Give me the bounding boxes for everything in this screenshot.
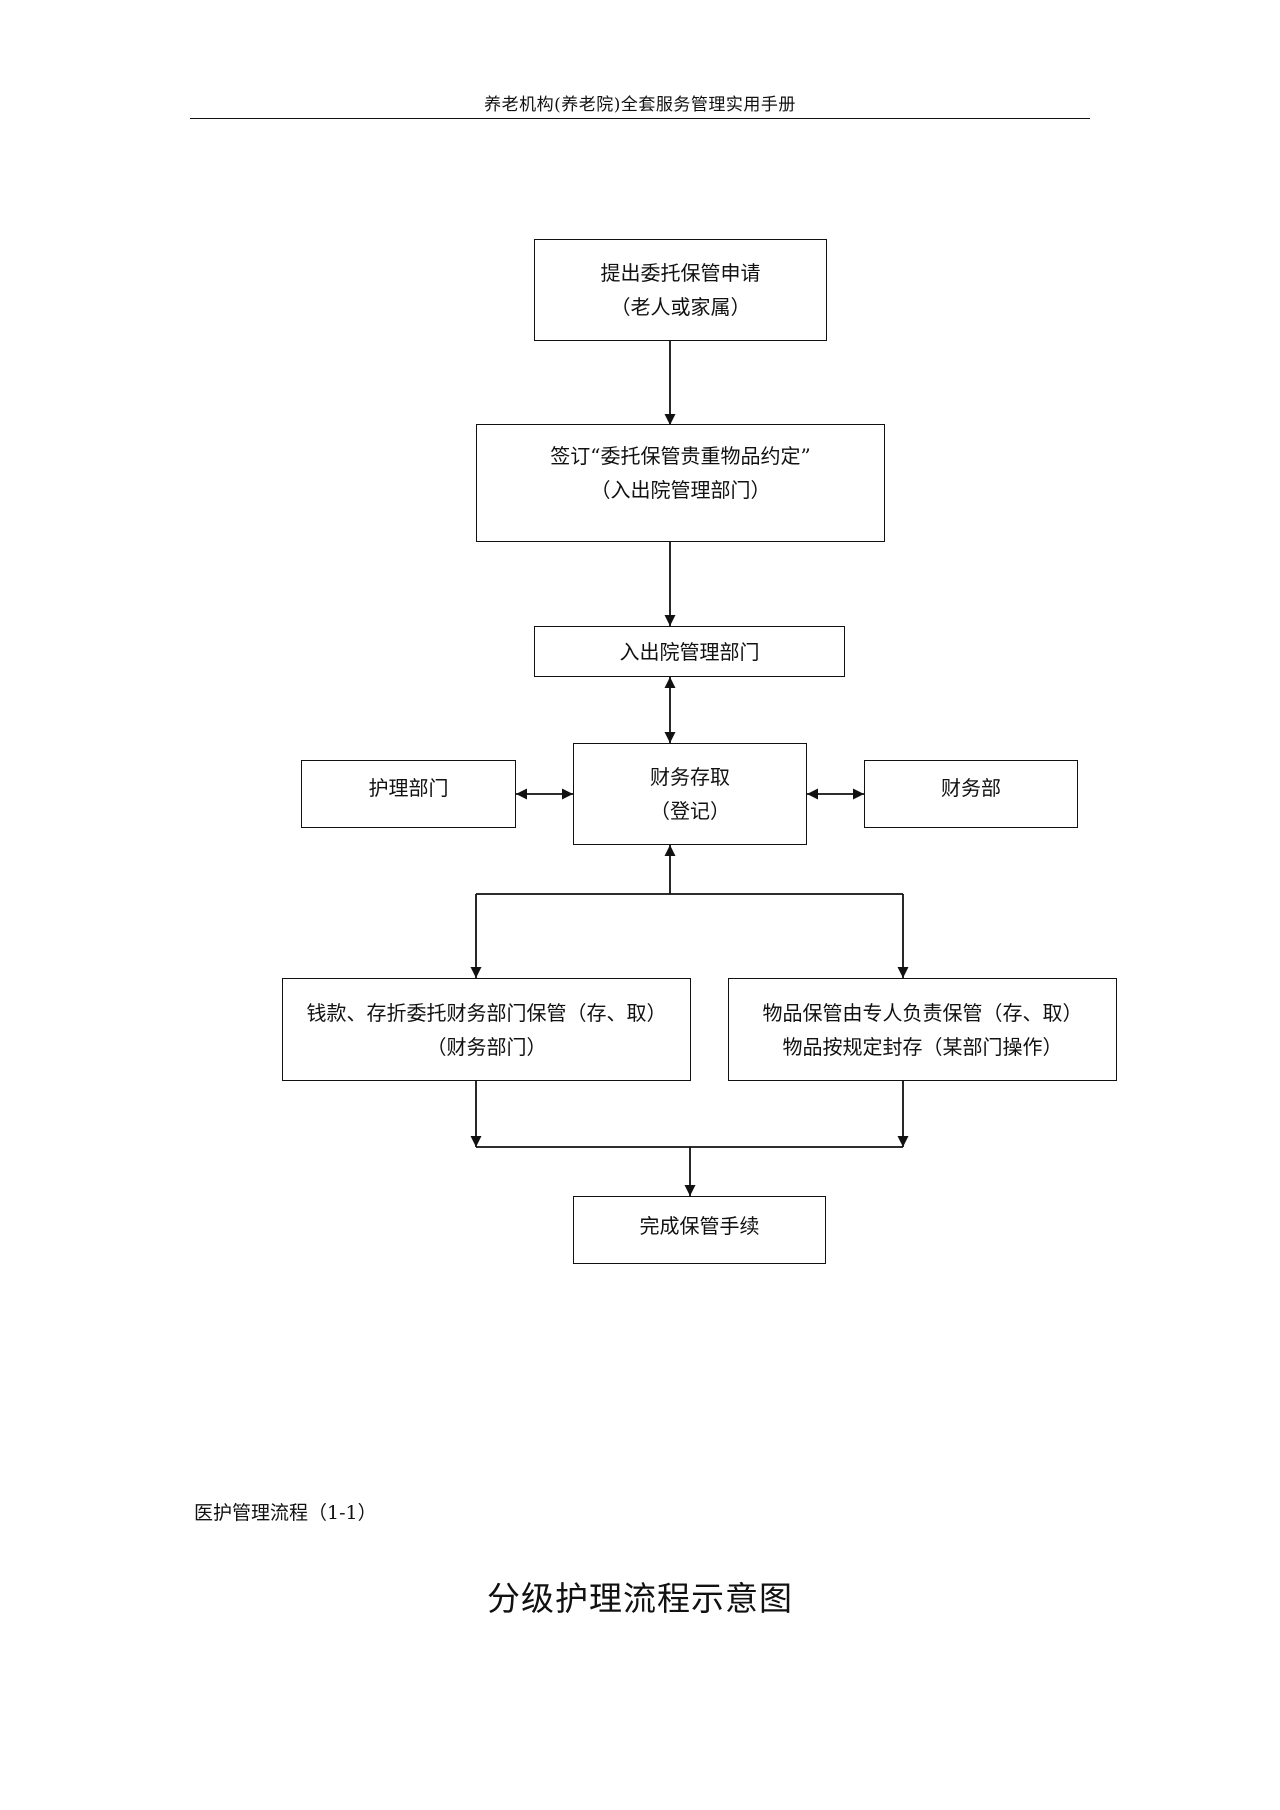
box-admission: 入出院管理部门 (534, 626, 845, 677)
box-sign-line1: 签订“委托保管贵重物品约定” (550, 444, 811, 468)
box-admission-line1: 入出院管理部门 (619, 639, 760, 664)
box-nursing-line1: 护理部门 (368, 776, 449, 800)
box-finance-access-line1: 财务存取 (650, 765, 730, 789)
box-apply: 提出委托保管申请 （老人或家属） (534, 239, 827, 341)
box-items-line2: 物品按规定封存（某部门操作） (782, 1034, 1063, 1059)
section-label: 医护管理流程（1-1） (194, 1502, 377, 1524)
box-apply-line2: （老人或家属） (610, 295, 751, 319)
header-rule (190, 118, 1090, 119)
box-sign: 签订“委托保管贵重物品约定” （入出院管理部门） (476, 424, 885, 542)
box-complete: 完成保管手续 (573, 1196, 826, 1264)
box-finance-dept: 财务部 (864, 760, 1078, 828)
box-money-line1: 钱款、存折委托财务部门保管（存、取） (306, 1000, 667, 1025)
box-finance-dept-line1: 财务部 (941, 776, 1001, 800)
box-finance-access-line2: （登记） (650, 799, 730, 823)
box-apply-line1: 提出委托保管申请 (600, 261, 761, 285)
box-money: 钱款、存折委托财务部门保管（存、取） （财务部门） (282, 978, 691, 1081)
box-finance-access: 财务存取 （登记） (573, 743, 807, 845)
box-money-line2: （财务部门） (426, 1034, 547, 1059)
box-nursing: 护理部门 (301, 760, 516, 828)
box-sign-line2: （入出院管理部门） (590, 478, 771, 502)
running-header: 养老机构(养老院)全套服务管理实用手册 (484, 95, 796, 115)
box-items: 物品保管由专人负责保管（存、取） 物品按规定封存（某部门操作） (728, 978, 1117, 1081)
box-items-line1: 物品保管由专人负责保管（存、取） (762, 1000, 1083, 1025)
next-diagram-title: 分级护理流程示意图 (487, 1579, 793, 1618)
box-complete-line1: 完成保管手续 (639, 1214, 760, 1238)
